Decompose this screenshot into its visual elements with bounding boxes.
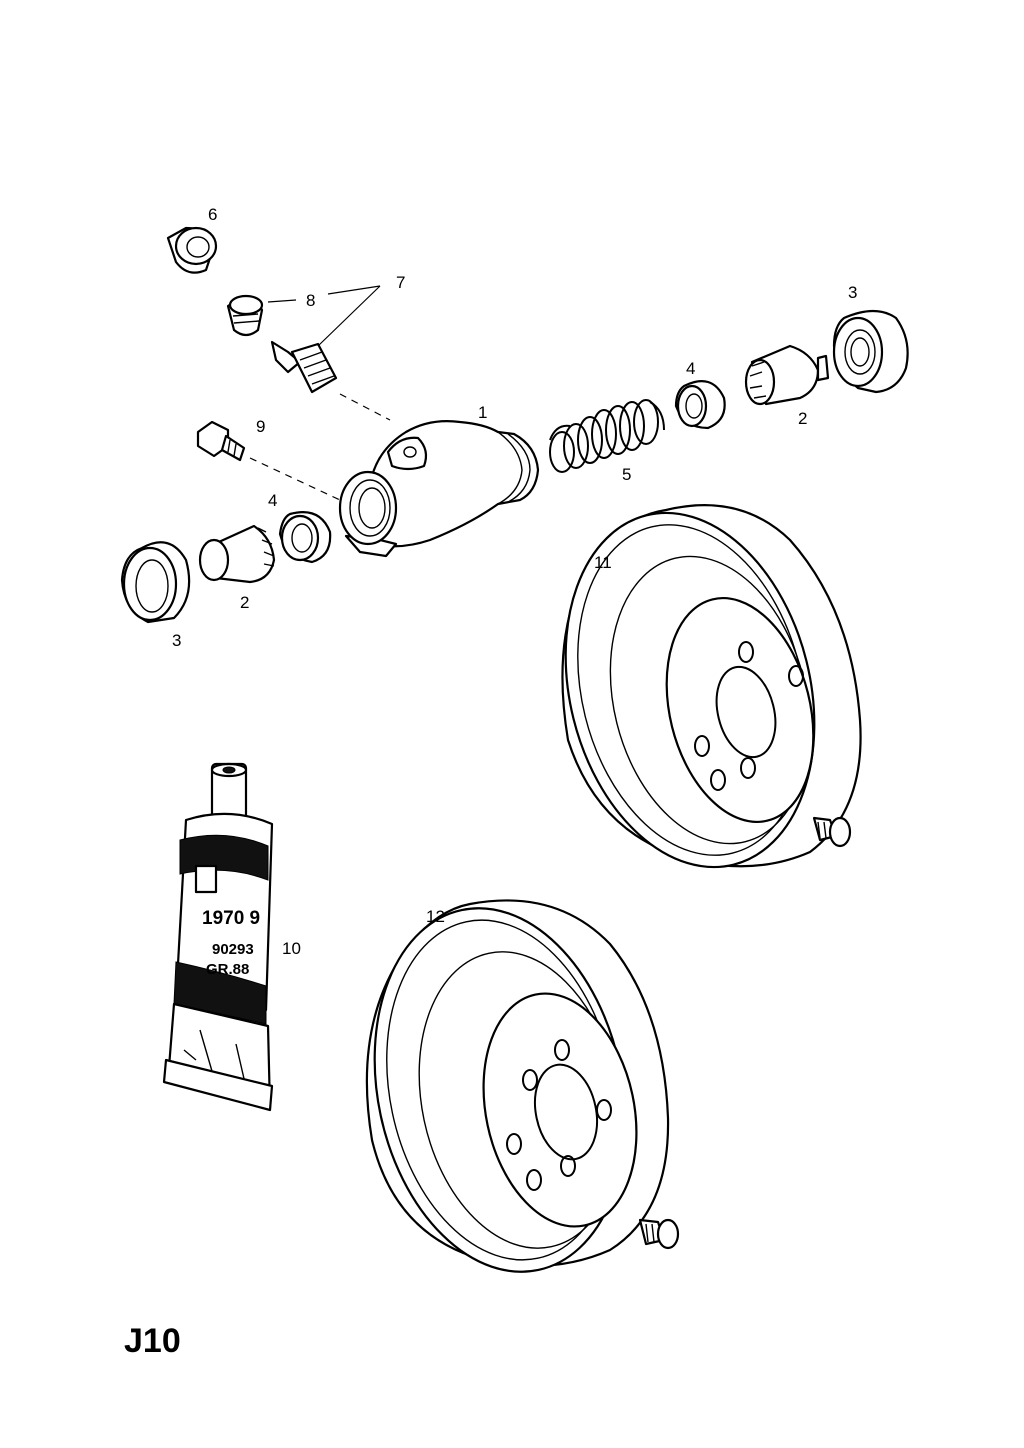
callout-3-left: 3	[172, 631, 181, 650]
part-6-dust-cap	[166, 226, 218, 274]
callout-4-left: 4	[268, 491, 277, 510]
callout-5: 5	[622, 465, 631, 484]
part-4-seal-left	[278, 511, 332, 564]
callout-8: 8	[306, 291, 315, 310]
tube-label-line1: 1970 9	[202, 908, 260, 929]
callout-7: 7	[396, 273, 405, 292]
wheel-bolt-11	[812, 816, 852, 848]
callout-4-right: 4	[686, 359, 695, 378]
page-code: J10	[124, 1322, 181, 1360]
leader-8	[267, 299, 297, 303]
callout-11: 11	[594, 553, 612, 572]
assembly-line-bolt	[249, 457, 341, 501]
callout-3-right: 3	[848, 283, 857, 302]
part-3-dust-boot-left	[120, 541, 191, 624]
part-3-dust-boot-right	[832, 309, 909, 394]
part-7-bleed-screw	[270, 340, 338, 394]
wheel-bolt-12	[638, 1218, 680, 1250]
leader-7a	[327, 285, 381, 295]
part-4-seal-right	[674, 380, 726, 430]
callout-1: 1	[478, 403, 487, 422]
assembly-line-screw	[339, 393, 391, 421]
part-8-bleed-cap	[226, 294, 264, 337]
leader-7b	[317, 285, 381, 347]
tube-label-line3: GR.88	[206, 961, 249, 978]
part-5-spring	[549, 399, 665, 473]
part-11-brake-drum	[561, 504, 862, 869]
part-10-grease-tube: 1970 9 90293 GR.88	[162, 762, 274, 1112]
tube-label-line2: 90293	[212, 941, 254, 958]
part-1-wheel-cylinder	[338, 420, 540, 558]
callout-12: 12	[426, 907, 445, 926]
part-9-bolt	[196, 420, 246, 462]
part-2-piston-right	[744, 344, 830, 406]
callout-9: 9	[256, 417, 265, 436]
callout-10: 10	[282, 939, 301, 958]
callout-2-right: 2	[798, 409, 807, 428]
callout-2-left: 2	[240, 593, 249, 612]
part-12-brake-drum	[365, 899, 670, 1273]
part-2-piston-left	[198, 524, 276, 584]
callout-6: 6	[208, 205, 217, 224]
